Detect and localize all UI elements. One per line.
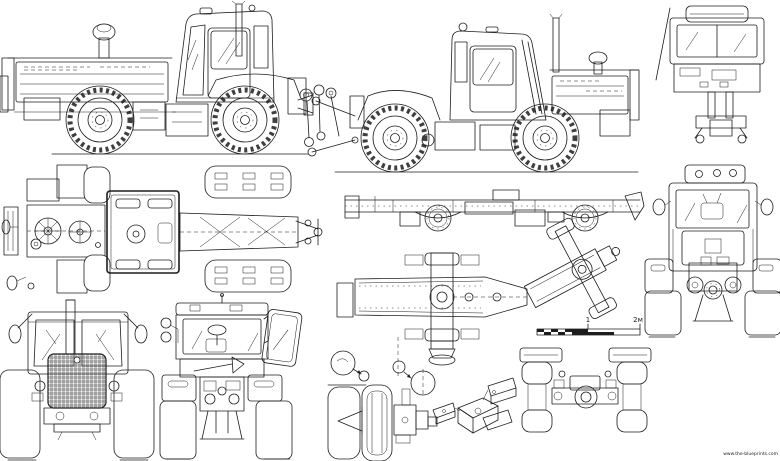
rear-wheel-bottom — [204, 259, 292, 293]
shovel — [231, 356, 245, 374]
right-wheel — [255, 400, 293, 460]
right-wheel — [744, 290, 780, 336]
front-wheel — [66, 86, 134, 154]
rear-view-door-open — [159, 293, 303, 460]
axle-differential — [551, 370, 619, 409]
scale-bar-end-label: 2м — [633, 316, 643, 324]
front-axle — [404, 252, 480, 366]
front-view — [0, 299, 155, 461]
detail-callouts — [330, 337, 436, 397]
rear-hitch-cluster — [199, 376, 245, 440]
cab-roof — [106, 190, 180, 274]
open-door — [261, 309, 303, 367]
cab — [449, 22, 547, 121]
side-view-right — [299, 13, 640, 172]
axle-plan-with-fenders — [519, 347, 652, 433]
top-plan-view — [1, 164, 323, 294]
rear-wheel — [361, 104, 429, 172]
right-wheel — [113, 369, 155, 459]
hitch-plan — [295, 218, 323, 246]
pto-shaft — [703, 280, 723, 300]
tire-section-view — [361, 384, 393, 461]
rear-view-full — [644, 164, 780, 338]
steering-wheel — [207, 324, 227, 336]
hitch-linkage-parts — [299, 84, 359, 157]
left-wheel — [0, 369, 41, 459]
hub-brake-assembly — [393, 388, 438, 444]
air-intake — [92, 23, 116, 59]
rear-hitch — [694, 91, 748, 144]
air-cleaner-top — [68, 220, 92, 244]
rear-fender — [207, 73, 301, 97]
air-cleaner — [588, 51, 608, 75]
rear-wheel — [211, 86, 279, 154]
dual-wheel-axle-section — [327, 384, 438, 461]
left-mirror — [8, 324, 22, 344]
engine-fan — [34, 217, 62, 245]
chassis-plan-view — [336, 217, 621, 366]
front-wheel-bottom — [56, 259, 88, 294]
exhaust-pipe — [235, 3, 243, 57]
front-wheel-top — [56, 164, 88, 199]
tire-tread-view — [327, 386, 361, 460]
chassis-side-view — [344, 189, 645, 232]
axle-isometric — [432, 377, 517, 434]
watermark: www.the-blueprints.com — [723, 451, 778, 457]
exhaust-pipe — [552, 17, 560, 73]
rear-wheel-top — [204, 165, 292, 199]
side-view-left — [0, 0, 314, 154]
scale-bar-mid-label: 1 — [586, 316, 590, 324]
rear-frame-articulated — [523, 217, 621, 320]
scale-bar: 1 2м — [536, 316, 643, 336]
radiator-grid — [23, 97, 61, 121]
cab — [175, 4, 275, 103]
rear-cab-view — [655, 5, 765, 144]
left-wheel — [644, 290, 682, 336]
left-wheel — [159, 400, 197, 460]
right-mirror — [134, 324, 148, 344]
